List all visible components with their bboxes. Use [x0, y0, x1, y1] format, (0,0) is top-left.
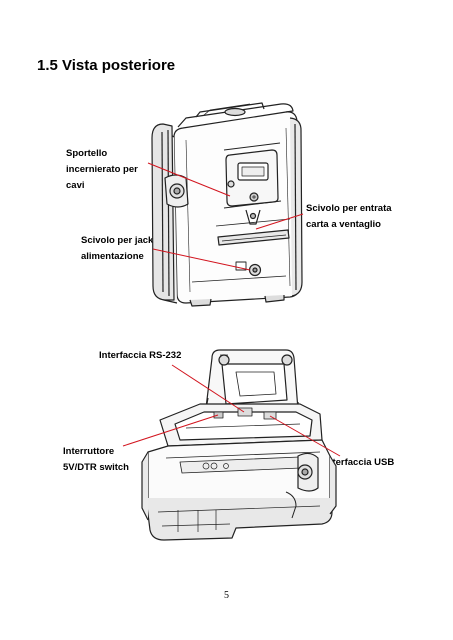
callout-switch: Interruttore 5V/DTR switch	[63, 444, 129, 476]
section-title: 1.5 Vista posteriore	[37, 57, 176, 74]
leader-fanfold-slot	[255, 213, 304, 230]
callout-line: carta a ventaglio	[306, 219, 381, 230]
callout-line: Sportello	[66, 148, 108, 159]
callout-line: Interruttore	[63, 446, 115, 457]
callout-line: cavi	[66, 180, 85, 191]
callout-rs232: Interfaccia RS-232	[99, 348, 181, 364]
leader-switch	[122, 414, 219, 447]
callout-line: incernierato per	[66, 164, 138, 175]
leader-usb	[269, 415, 341, 457]
callout-line: Scivolo per entrata	[306, 203, 392, 214]
callout-line: Interfaccia RS-232	[99, 350, 182, 361]
printer-rear-illustration	[151, 102, 303, 307]
callout-fanfold-slot: Scivolo per entrata carta a ventaglio	[306, 201, 392, 233]
callout-line: Interfaccia USB	[324, 457, 395, 468]
rear-leader-lines	[147, 162, 304, 271]
page-number: 5	[224, 590, 229, 601]
leader-rs232	[171, 364, 245, 413]
callout-line: 5V/DTR switch	[63, 462, 129, 473]
callout-cable-door: Sportello incernierato per cavi	[66, 146, 138, 194]
open-leader-lines	[122, 364, 341, 457]
callout-line: alimentazione	[81, 251, 144, 262]
leader-cable-door	[147, 162, 231, 197]
callout-line: Scivolo per jack	[81, 235, 154, 246]
printer-open-illustration	[141, 349, 337, 541]
callout-usb: Interfaccia USB	[324, 455, 394, 471]
callout-power-jack: Scivolo per jack alimentazione	[81, 233, 153, 265]
leader-power-jack	[152, 248, 251, 271]
